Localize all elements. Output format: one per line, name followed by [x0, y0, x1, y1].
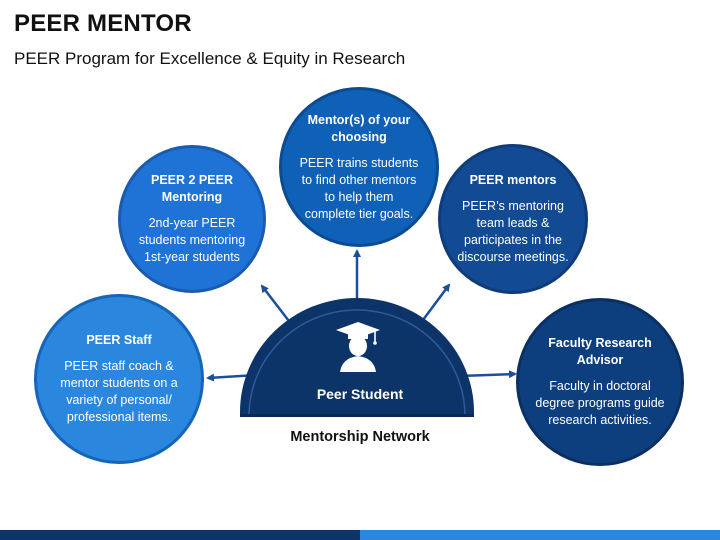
page-title: PEER MENTOR	[14, 10, 192, 37]
node-peer-2-peer-heading: PEER 2 PEER Mentoring	[151, 173, 233, 204]
node-peer-mentors-heading: PEER mentors	[469, 173, 557, 187]
connector-peer-mentors	[418, 283, 451, 325]
page-subtitle: PEER Program for Excellence & Equity in …	[14, 49, 406, 68]
node-faculty-advisor: Faculty Research Advisor Faculty in doct…	[516, 298, 684, 466]
node-peer-staff-body: PEER staff coach & mentor students on a …	[60, 359, 178, 424]
node-mentors-of-choosing-body: PEER trains students to find other mento…	[299, 155, 419, 221]
node-faculty-advisor-body: Faculty in doctoral degree programs guid…	[535, 379, 665, 427]
node-mentors-of-choosing: Mentor(s) of your choosing PEER trains s…	[279, 87, 439, 247]
connector-faculty	[459, 370, 517, 379]
node-peer-staff: PEER Staff PEER staff coach & mentor stu…	[34, 294, 204, 464]
node-peer-2-peer: PEER 2 PEER Mentoring 2nd-year PEER stud…	[118, 145, 266, 293]
peer-student-label: Peer Student	[316, 386, 404, 402]
node-peer-mentors-body: PEER’s mentoring team leads & participat…	[457, 199, 569, 264]
node-peer-mentors: PEER mentors PEER’s mentoring team leads…	[438, 144, 588, 294]
node-mentors-of-choosing-heading: Mentor(s) of your choosing	[307, 112, 411, 144]
node-faculty-advisor-heading: Faculty Research Advisor	[548, 336, 652, 367]
node-peer-staff-heading: PEER Staff	[86, 333, 152, 347]
mentorship-network-label: Mentorship Network	[290, 429, 430, 445]
graduate-student-icon	[336, 322, 380, 372]
connector-peer2peer	[260, 284, 293, 326]
node-peer-2-peer-body: 2nd-year PEER students mentoring 1st-yea…	[138, 216, 246, 264]
